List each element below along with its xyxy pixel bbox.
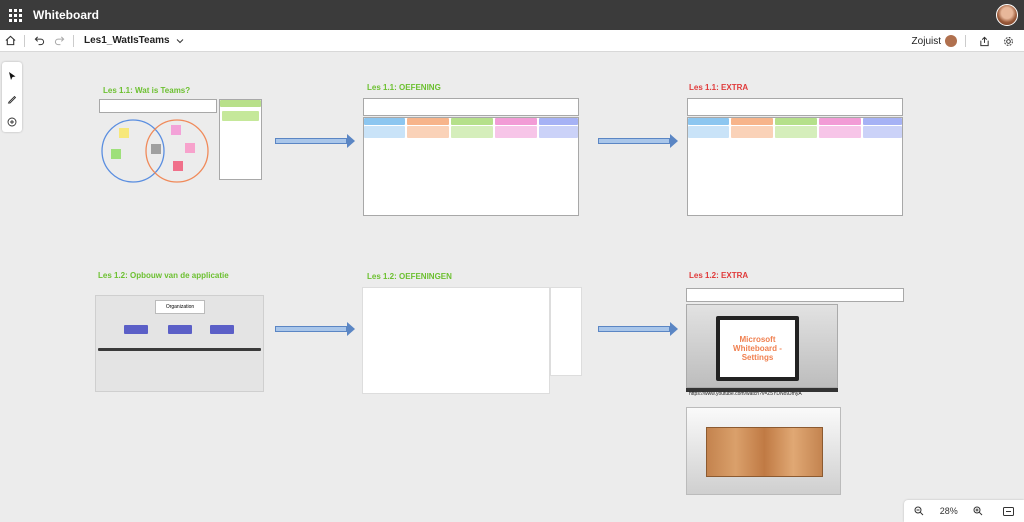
org-label: Organization [155,300,205,314]
flow-arrow[interactable] [275,134,355,148]
sticky-note[interactable] [539,126,578,138]
column-header [731,118,773,125]
home-icon [5,35,15,46]
sticky-note[interactable] [407,126,449,138]
video-title: Microsoft Whiteboard - Settings [720,320,795,377]
board-header [220,100,261,107]
column-header [495,118,537,125]
section-title: Les 1.2: EXTRA [689,271,749,280]
chevron-down-icon [176,38,183,43]
teams-text-card[interactable] [99,99,217,113]
extra-text-card[interactable] [687,98,903,116]
section-title: Les 1.2: OEFENINGEN [367,272,452,281]
sticky-note[interactable] [222,111,259,121]
zoom-controls: 28% [904,500,1024,522]
exercises-sheet-extension[interactable] [550,287,582,376]
sticky-note[interactable] [364,126,405,138]
app-bar: Whiteboard [0,0,1024,30]
extra-text-card[interactable] [686,288,904,302]
column-header [451,118,493,125]
command-bar: Les1_WatIsTeams Zojuist [0,30,1024,52]
section-title: Les 1.1: Wat is Teams? [103,86,191,95]
fit-screen-icon [1003,506,1015,516]
account-avatar[interactable] [996,4,1018,26]
app-launcher-button[interactable] [0,0,30,30]
section-title: Les 1.1: OEFENING [367,83,441,92]
sticky-note[interactable] [819,126,861,138]
select-tool[interactable] [2,66,22,85]
redo-button[interactable] [49,31,69,51]
plus-circle-icon [7,117,17,127]
column-header [539,118,578,125]
document-menu-button[interactable] [170,31,190,51]
zoom-out-icon [914,506,924,516]
column-header [863,118,902,125]
collaborator-avatar[interactable] [945,35,957,47]
sticky-note[interactable] [775,126,817,138]
exercise-text-card[interactable] [363,98,579,116]
settings-button[interactable] [998,31,1018,51]
section-title: Les 1.2: Opbouw van de applicatie [98,271,229,280]
team-node [168,325,192,334]
document-name[interactable]: Les1_WatIsTeams [84,35,170,46]
video-controls[interactable] [686,388,838,392]
fit-to-screen-button[interactable] [999,501,1019,521]
channel-row [98,348,261,351]
gear-icon [1003,36,1013,46]
column-header [688,118,729,125]
app-title: Whiteboard [33,8,99,22]
team-node [210,325,234,334]
column-header [407,118,449,125]
venn-diagram[interactable] [99,115,224,190]
column-header [819,118,861,125]
column-header [364,118,405,125]
waffle-icon [8,8,22,22]
sticky-note[interactable] [451,126,493,138]
section-title: Les 1.1: EXTRA [689,83,749,92]
redo-icon [54,36,64,46]
add-tool[interactable] [2,113,22,132]
team-node [124,325,148,334]
flow-arrow[interactable] [275,322,355,336]
wood-plank [706,427,823,477]
pen-icon [7,95,17,104]
share-button[interactable] [974,31,994,51]
sticky-note[interactable] [863,126,902,138]
home-button[interactable] [0,31,20,51]
zoom-out-button[interactable] [909,501,929,521]
sticky-note[interactable] [688,126,729,138]
exercises-sheet[interactable] [362,287,550,394]
tool-rail [2,62,22,132]
last-edit-status: Zojuist [911,35,941,47]
share-icon [979,36,989,46]
pointer-icon [9,71,16,80]
video-link[interactable]: https://www.youtube.com/watch?v=Z5YDNo9J… [689,391,802,397]
sticky-note[interactable] [495,126,537,138]
flow-arrow[interactable] [598,322,678,336]
undo-button[interactable] [29,31,49,51]
whiteboard-canvas[interactable]: Les 1.1: Wat is Teams? Les 1.1: OEFENING… [0,53,1024,522]
flow-arrow[interactable] [598,134,678,148]
undo-icon [34,36,44,46]
zoom-level: 28% [939,506,958,516]
pen-tool[interactable] [2,89,22,108]
zoom-in-icon [973,506,983,516]
sticky-note[interactable] [731,126,773,138]
column-header [775,118,817,125]
zoom-in-button[interactable] [968,501,988,521]
